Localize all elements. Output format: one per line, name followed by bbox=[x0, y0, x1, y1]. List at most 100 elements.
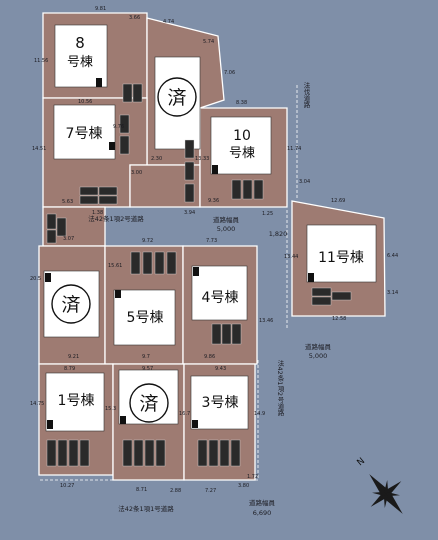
car bbox=[46, 229, 57, 244]
sold-stamp-circle bbox=[129, 383, 169, 423]
top-right-vertical-label: 法伐道路 bbox=[302, 81, 310, 110]
dimension: 7.06 bbox=[224, 70, 235, 76]
dimension: 15.61 bbox=[108, 263, 122, 269]
sold-mark: 済 bbox=[61, 294, 80, 316]
dimension: 7.73 bbox=[206, 238, 217, 244]
dimension: 1.38 bbox=[92, 210, 103, 216]
house-10 bbox=[210, 116, 272, 175]
dimension: 12.58 bbox=[332, 316, 346, 322]
dimension: 13.44 bbox=[284, 254, 298, 260]
car bbox=[130, 251, 141, 275]
compass bbox=[369, 474, 403, 514]
compass-needle bbox=[386, 492, 400, 497]
dimension: 8.38 bbox=[236, 100, 247, 106]
car bbox=[79, 186, 99, 196]
car bbox=[79, 439, 90, 467]
compass-needle bbox=[385, 494, 403, 514]
car bbox=[184, 161, 195, 181]
car bbox=[184, 139, 195, 159]
sold-stamps bbox=[51, 77, 197, 423]
dimension: 3.14 bbox=[387, 290, 398, 296]
dimension: 2.30 bbox=[151, 156, 162, 162]
road-right-vertical-label: 法42条1項2号道路 bbox=[276, 359, 284, 417]
entrance-marker bbox=[193, 267, 199, 276]
dimension: 11.74 bbox=[287, 146, 301, 152]
dimension: 8.71 bbox=[136, 487, 147, 493]
entrance-marker bbox=[47, 420, 53, 429]
dimension: 15.3 bbox=[105, 406, 116, 412]
dimension: 5.63 bbox=[62, 199, 73, 205]
dimension: 14.51 bbox=[32, 146, 46, 152]
entrance-marker bbox=[96, 78, 102, 87]
dimension: 3.00 bbox=[131, 170, 142, 176]
house-sold-mid bbox=[118, 369, 179, 425]
dimension: 12.69 bbox=[331, 198, 345, 204]
dimension: 6.44 bbox=[387, 253, 398, 259]
car bbox=[219, 439, 230, 467]
car bbox=[311, 296, 332, 306]
compass-needle bbox=[370, 493, 386, 507]
sold-mark: 済 bbox=[167, 87, 186, 109]
entrance-markers bbox=[45, 78, 314, 429]
car bbox=[231, 179, 242, 200]
car bbox=[98, 195, 118, 205]
building-labels: 8 号棟 7号棟 10 号棟 11号棟 5号棟 4号棟 1号棟 3号棟 bbox=[58, 34, 364, 411]
dimension: 20.5 bbox=[30, 276, 41, 282]
dimension: 9.57 bbox=[142, 366, 153, 372]
parking-spaces bbox=[46, 83, 352, 467]
dimension: 3.07 bbox=[63, 236, 74, 242]
dimension: 9.43 bbox=[215, 366, 226, 372]
house-1 bbox=[45, 372, 105, 432]
dimension: 10.56 bbox=[78, 99, 92, 105]
dimension: 9.86 bbox=[204, 354, 215, 360]
car bbox=[311, 287, 332, 297]
entrance-marker bbox=[120, 416, 126, 424]
car bbox=[122, 439, 133, 467]
car bbox=[242, 179, 253, 200]
dimension: 3.66 bbox=[129, 15, 140, 21]
car bbox=[56, 217, 67, 237]
sold-stamp-circle bbox=[51, 284, 91, 324]
dimension: 3.94 bbox=[184, 210, 195, 216]
car bbox=[211, 323, 222, 345]
compass-needle bbox=[372, 491, 386, 496]
road-lines bbox=[40, 85, 298, 481]
lot-10-label-text: 号棟 bbox=[229, 146, 255, 161]
car bbox=[46, 213, 57, 230]
car bbox=[208, 439, 219, 467]
dimension: 9.36 bbox=[208, 198, 219, 204]
road-a-width-label: 道路幅員 bbox=[213, 215, 240, 224]
entrance-marker bbox=[45, 273, 51, 282]
dimension: 3.04 bbox=[299, 179, 310, 185]
dimension: 9.76 bbox=[113, 124, 124, 130]
dimension: 5.74 bbox=[203, 39, 214, 45]
sold-mark: 済 bbox=[139, 393, 158, 415]
lot-10-label-num: 10 bbox=[233, 128, 251, 144]
entrance-marker bbox=[212, 165, 218, 174]
car bbox=[155, 439, 166, 467]
car bbox=[166, 251, 177, 275]
car bbox=[119, 135, 130, 155]
entrance-marker bbox=[308, 273, 314, 282]
house-7 bbox=[53, 104, 116, 160]
car bbox=[98, 186, 118, 196]
compass-north-label: N bbox=[356, 456, 368, 468]
car bbox=[119, 114, 130, 134]
lot-3-label: 3号棟 bbox=[202, 395, 239, 411]
road-right-width-value: 5,000 bbox=[309, 352, 328, 360]
dimension: 1.25 bbox=[262, 211, 273, 217]
dimension: 8.79 bbox=[64, 366, 75, 372]
side-1820-label: 1,820 bbox=[269, 230, 288, 238]
car bbox=[253, 179, 264, 200]
dimension: 10.27 bbox=[60, 483, 74, 489]
dimension: 11.56 bbox=[34, 58, 48, 64]
compass-needle bbox=[369, 474, 387, 494]
dimension: 14.9 bbox=[254, 411, 265, 417]
road-a-label: 法42条1項2号道路 bbox=[88, 214, 144, 223]
car bbox=[154, 251, 165, 275]
house-11 bbox=[306, 224, 377, 283]
car bbox=[57, 439, 68, 467]
car bbox=[184, 183, 195, 203]
car bbox=[230, 439, 241, 467]
